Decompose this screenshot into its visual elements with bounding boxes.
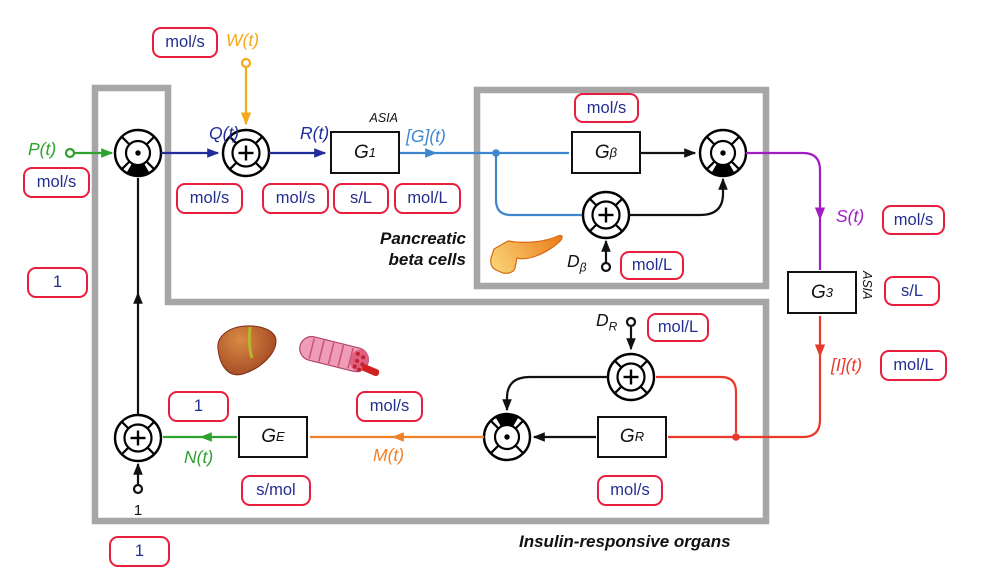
pancreatic-label-line2: beta cells [388, 250, 467, 269]
asia-tag-g1: ASIA [369, 111, 399, 125]
unit-box-q: mol/s [176, 183, 243, 214]
unit-box-one-bottom: 1 [109, 536, 170, 567]
block-g3-label: G [810, 281, 826, 303]
signal-label-s: S(t) [836, 206, 865, 226]
beta-cell-internal-wires [600, 148, 728, 273]
summer-beta-cell [581, 190, 631, 240]
unit-box-g1: s/L [333, 183, 389, 214]
unit-box-s: mol/s [882, 205, 945, 235]
signal-label-d-r: DR [596, 310, 618, 334]
signal-label-p: P(t) [28, 139, 57, 159]
signal-wires [64, 57, 826, 495]
summer-feedback [113, 413, 163, 463]
pancreatic-beta-cells-label: Pancreatic beta cells [340, 228, 466, 270]
block-g1-label: G [353, 141, 369, 163]
unit-box-insulin-concentration: mol/L [880, 350, 947, 381]
organ-frames [91, 84, 770, 525]
insulin-organs-frame [91, 84, 770, 525]
multiplier-glucose-input [113, 128, 163, 178]
multiplier-beta-cell [698, 128, 748, 178]
d-r-terminal [625, 316, 637, 328]
asia-tag-g3: ASIA [860, 271, 874, 300]
p-signal-wire [64, 147, 114, 159]
d-beta-subscript: β [579, 260, 587, 275]
pancreatic-beta-cells-frame [473, 86, 770, 290]
signal-label-r: R(t) [300, 123, 330, 143]
signal-label-insulin-concentration: [I](t) [831, 355, 863, 375]
unit-box-gr: mol/s [597, 475, 663, 506]
block-gr-label: G [619, 426, 635, 447]
signal-label-glucose-concentration: [G](t) [406, 126, 446, 146]
unit-box-gbeta: mol/s [574, 93, 639, 123]
signal-label-q: Q(t) [209, 123, 240, 143]
block-ge-label: G [261, 426, 277, 447]
pancreatic-label-line1: Pancreatic [380, 229, 466, 248]
s-signal-wire [746, 151, 826, 270]
unit-box-d-r: mol/L [647, 313, 709, 342]
p-input-terminal [64, 147, 76, 159]
muscle-icon [299, 335, 380, 377]
summer-insulin-receptor [606, 352, 656, 402]
signal-label-m: M(t) [373, 445, 405, 465]
unit-box-ge: s/mol [241, 475, 311, 506]
unit-box-p: mol/s [23, 167, 90, 198]
unit-box-one-left: 1 [27, 267, 88, 298]
feedback-wires [132, 178, 144, 495]
signal-label-n: N(t) [184, 447, 214, 467]
liver-icon [217, 325, 277, 376]
unit-box-one-ge: 1 [168, 391, 229, 422]
unit-box-g3: s/L [884, 276, 940, 306]
unity-input-terminal [132, 483, 144, 495]
d-beta-terminal [600, 261, 612, 273]
unit-box-d-beta: mol/L [620, 251, 684, 280]
d-beta-base: D [567, 251, 580, 271]
block-gbeta-label: G [594, 141, 610, 163]
signal-label-w: W(t) [226, 30, 260, 50]
insulin-concentration-wire [656, 316, 826, 441]
unit-box-r: mol/s [262, 183, 329, 214]
w-input-terminal [240, 57, 252, 69]
d-r-base: D [596, 310, 609, 330]
unity-input-label: 1 [133, 502, 143, 519]
pancreas-icon [490, 234, 563, 274]
d-r-subscript: R [608, 319, 618, 334]
signal-label-d-beta: Dβ [567, 251, 587, 275]
unit-box-w: mol/s [152, 27, 218, 58]
multiplier-insulin-receptor [482, 412, 532, 462]
insulin-responsive-organs-label: Insulin-responsive organs [519, 532, 731, 551]
unit-box-glucose-concentration: mol/L [394, 183, 461, 214]
insulin-branch-junction [732, 433, 740, 441]
receptor-internal-wires [502, 316, 637, 442]
unit-box-m: mol/s [356, 391, 423, 422]
w-signal-wire [240, 57, 252, 126]
glucose-concentration-wire [400, 148, 582, 217]
